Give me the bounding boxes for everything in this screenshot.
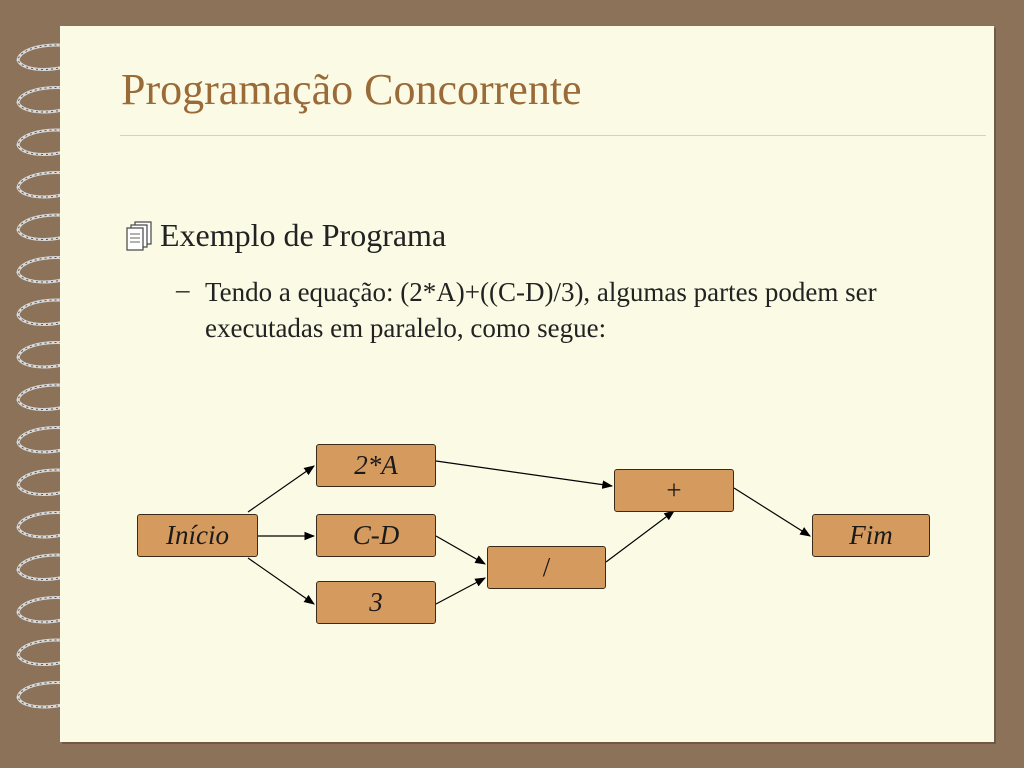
node-divide: / [487, 546, 606, 589]
node-2a: 2*A [316, 444, 436, 487]
edge-3-divide [436, 578, 485, 604]
node-c-minus-d: C-D [316, 514, 436, 557]
node-fim: Fim [812, 514, 930, 557]
edge-cd-divide [436, 536, 485, 564]
edge-inicio-2a [248, 466, 314, 512]
edge-2a-plus [436, 461, 612, 486]
edge-divide-plus [606, 511, 674, 562]
node-inicio: Início [137, 514, 258, 557]
edge-plus-fim [734, 488, 810, 536]
node-3: 3 [316, 581, 436, 624]
edge-inicio-3 [248, 558, 314, 604]
node-plus: + [614, 469, 734, 512]
